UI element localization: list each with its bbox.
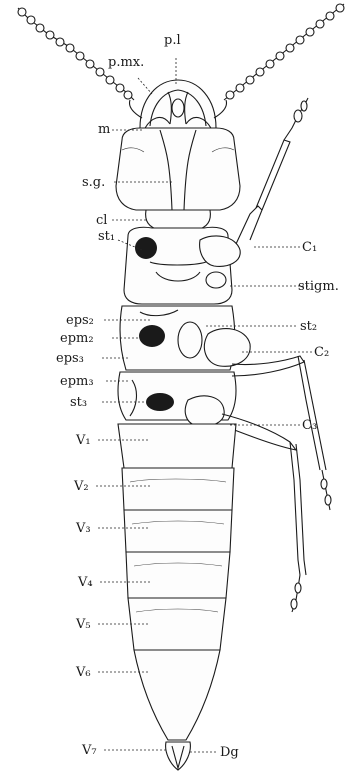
label-v1: V₁ (75, 433, 91, 448)
head-capsule (116, 128, 240, 210)
label-st1: st₁ (98, 229, 115, 244)
mouthparts (130, 80, 227, 130)
label-cl: cl (96, 213, 107, 228)
left-antenna (18, 8, 134, 100)
right-antenna (224, 4, 344, 100)
neck (146, 210, 211, 230)
label-pl: p.l (164, 33, 181, 48)
label-v4: V₄ (77, 575, 93, 590)
label-eps3: eps₃ (56, 351, 84, 366)
label-v6: V₆ (75, 665, 91, 680)
label-epm2: epm₂ (60, 331, 94, 346)
label-sg: s.g. (82, 175, 105, 190)
label-dg: Dg (220, 745, 239, 760)
label-v7: V₇ (81, 743, 97, 758)
label-v2: V₂ (73, 479, 89, 494)
label-pmx: p.mx. (108, 55, 144, 70)
label-st2: st₂ (300, 319, 317, 334)
label-v5: V₅ (75, 617, 91, 632)
label-st3: st₃ (70, 395, 87, 410)
genital-tip (166, 742, 191, 770)
label-m: m (98, 122, 110, 137)
abdomen (118, 424, 236, 740)
label-c2: C₂ (314, 345, 329, 360)
label-epm3: epm₃ (60, 374, 94, 389)
label-v3: V₃ (75, 521, 91, 536)
label-stigm: stigm. (298, 279, 339, 294)
label-c3: C₃ (302, 418, 317, 433)
label-c1: C₁ (302, 240, 317, 255)
label-eps2: eps₂ (66, 313, 94, 328)
